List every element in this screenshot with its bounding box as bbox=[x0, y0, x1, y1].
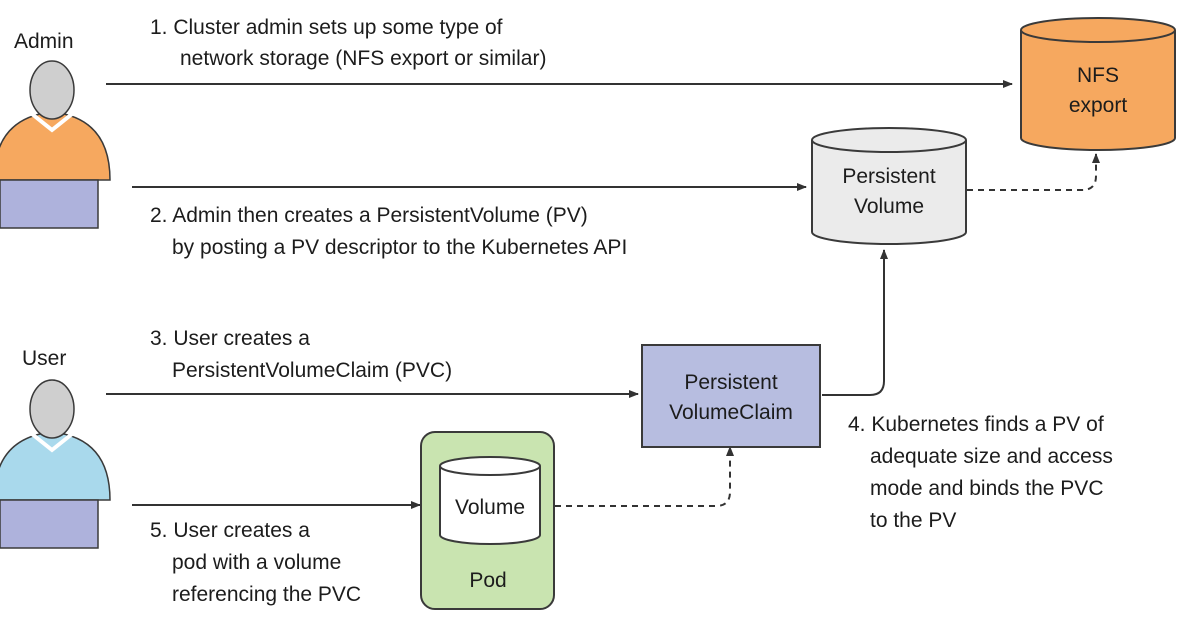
user-actor: User bbox=[0, 347, 111, 549]
step5-line3: referencing the PVC bbox=[172, 583, 361, 606]
step1-line2: network storage (NFS export or similar) bbox=[180, 47, 546, 70]
pv-label-line1: Persistent bbox=[842, 165, 936, 188]
admin-laptop bbox=[0, 179, 99, 229]
step4-line3: mode and binds the PVC bbox=[870, 477, 1103, 500]
user-laptop bbox=[0, 499, 99, 549]
nfs-label-line1: NFS bbox=[1077, 64, 1119, 87]
admin-person-icon bbox=[0, 60, 111, 229]
admin-shirt bbox=[0, 111, 111, 181]
pod-label: Pod bbox=[469, 569, 506, 592]
step4-annotation: 4. Kubernetes finds a PV of adequate siz… bbox=[848, 413, 1113, 532]
pvc-label-line2: VolumeClaim bbox=[669, 401, 793, 424]
step3-line1: 3. User creates a bbox=[150, 327, 310, 350]
step5-line1: 5. User creates a bbox=[150, 519, 310, 542]
step4-line2: adequate size and access bbox=[870, 445, 1113, 468]
step4-line1: 4. Kubernetes finds a PV of bbox=[848, 413, 1104, 436]
step2-line1: 2. Admin then creates a PersistentVolume… bbox=[150, 204, 588, 227]
user-head bbox=[29, 379, 75, 439]
user-label: User bbox=[22, 347, 66, 370]
persistent-volume-claim-box: Persistent VolumeClaim bbox=[641, 344, 821, 448]
admin-head bbox=[29, 60, 75, 120]
persistent-volume-cylinder: Persistent Volume bbox=[811, 127, 967, 245]
step4-line4: to the PV bbox=[870, 509, 956, 532]
user-shirt bbox=[0, 431, 111, 501]
volume-cylinder: Volume bbox=[439, 456, 541, 545]
step3-line2: PersistentVolumeClaim (PVC) bbox=[172, 359, 452, 382]
admin-actor: Admin bbox=[0, 30, 111, 229]
user-person-icon bbox=[0, 379, 111, 549]
admin-label: Admin bbox=[14, 30, 74, 53]
dashed-arrow-volume-to-pvc bbox=[555, 446, 734, 507]
nfs-export-cylinder: NFS export bbox=[1020, 17, 1176, 151]
pvc-label-line1: Persistent bbox=[684, 371, 778, 394]
step1-annotation: 1. Cluster admin sets up some type of ne… bbox=[150, 16, 546, 70]
dashed-arrow-pv-to-nfs bbox=[967, 153, 1100, 191]
volume-label: Volume bbox=[455, 496, 525, 519]
step1-line1: 1. Cluster admin sets up some type of bbox=[150, 16, 503, 39]
pv-label-line2: Volume bbox=[854, 195, 924, 218]
step3-annotation: 3. User creates a PersistentVolumeClaim … bbox=[150, 327, 452, 382]
arrow-pvc-to-pv bbox=[822, 249, 888, 396]
step2-line2: by posting a PV descriptor to the Kubern… bbox=[172, 236, 627, 259]
nfs-label-line2: export bbox=[1069, 94, 1128, 117]
step5-annotation: 5. User creates a pod with a volume refe… bbox=[150, 519, 361, 606]
step2-annotation: 2. Admin then creates a PersistentVolume… bbox=[150, 204, 627, 259]
step5-line2: pod with a volume bbox=[172, 551, 341, 574]
pod-box: Pod Volume bbox=[420, 431, 555, 610]
